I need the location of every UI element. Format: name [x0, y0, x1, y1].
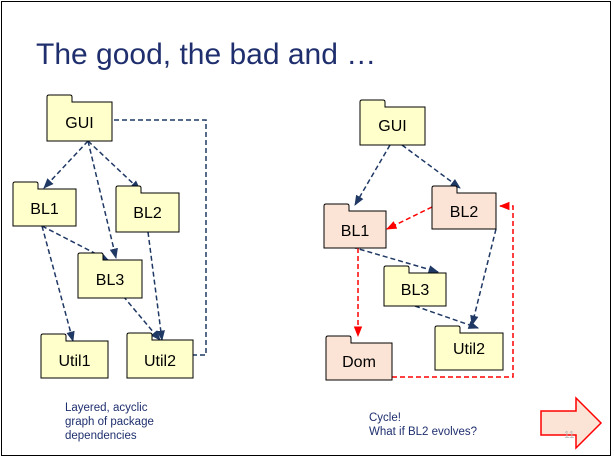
left-caption-line: graph of package [65, 416, 154, 428]
package-dom-folder [325, 335, 393, 381]
package-bl1: BL1 [323, 203, 387, 249]
package-bl1-label: BL1 [341, 223, 370, 240]
package-util2-label: Util2 [144, 353, 176, 370]
edge-gui-bl1 [43, 140, 89, 189]
edge-dom-bl2 [392, 201, 514, 378]
package-bl1-label: BL1 [30, 201, 59, 218]
package-bl1-folder [323, 203, 387, 249]
slide-title: The good, the bad and … [36, 38, 377, 71]
package-bl1-folder [12, 181, 77, 227]
package-util2-folder [126, 332, 194, 379]
left-diagram: GUI BL1 BL2 BL3 Util1 Util2 [12, 94, 207, 379]
left-caption-line: Layered, acyclic [65, 402, 148, 414]
right-diagram: GUI BL1 BL2 BL3 Dom Util2 [323, 99, 514, 381]
package-bl2-label: BL2 [133, 205, 162, 222]
package-gui: GUI [46, 94, 113, 142]
edge-gui-util2 [114, 119, 207, 360]
edge-gui-bl2 [401, 144, 461, 189]
package-bl3: BL3 [383, 265, 447, 307]
package-util1-label: Util1 [58, 353, 90, 370]
right-arrow-icon[interactable] [540, 396, 603, 450]
package-util2: Util2 [126, 332, 194, 379]
package-bl3-folder [383, 265, 447, 307]
edge-gui-bl1 [354, 144, 391, 206]
edge-bl1-util1 [41, 225, 75, 343]
package-util2: Util2 [434, 325, 504, 371]
package-bl2: BL2 [431, 185, 497, 230]
package-util1: Util1 [40, 333, 109, 379]
package-util2-label: Util2 [453, 341, 485, 358]
package-dom: Dom [325, 335, 393, 381]
package-gui-folder [46, 94, 113, 142]
edge-bl3-util2 [414, 305, 479, 329]
left-dependency-edges [41, 119, 207, 360]
package-gui-label: GUI [65, 115, 93, 132]
package-bl2-folder [431, 185, 497, 230]
left-caption-line: dependencies [65, 430, 137, 442]
package-bl2: BL2 [115, 185, 180, 233]
right-cycle-edges [353, 201, 514, 378]
package-util2-folder [434, 325, 504, 371]
package-bl2-label: BL2 [450, 204, 479, 221]
package-gui: GUI [359, 99, 426, 146]
right-caption-line: What if BL2 evolves? [369, 426, 478, 438]
package-gui-label: GUI [378, 118, 406, 135]
edge-bl2-bl1 [386, 206, 433, 230]
edge-gui-bl2 [87, 140, 141, 191]
edge-bl1-bl3 [41, 225, 109, 261]
right-caption: Cycle! What if BL2 evolves? [369, 411, 477, 439]
edge-gui-bl3 [87, 140, 118, 260]
package-bl2-folder [115, 185, 180, 233]
edge-bl1-bl3 [351, 246, 440, 274]
edge-bl2-util2 [470, 228, 497, 327]
package-bl1: BL1 [12, 181, 77, 227]
package-bl3: BL3 [77, 252, 143, 299]
slide-number: 11 [564, 430, 575, 441]
package-bl3-label: BL3 [401, 282, 430, 299]
package-bl3-label: BL3 [96, 272, 125, 289]
package-gui-folder [359, 99, 426, 146]
package-dom-label: Dom [342, 354, 376, 371]
edge-bl2-util2 [147, 231, 165, 342]
right-dependency-edges [351, 144, 497, 329]
package-bl3-folder [77, 252, 143, 299]
left-caption: Layered, acyclic graph of package depend… [65, 401, 154, 443]
right-caption-line: Cycle! [369, 412, 401, 424]
package-util1-folder [40, 333, 109, 379]
